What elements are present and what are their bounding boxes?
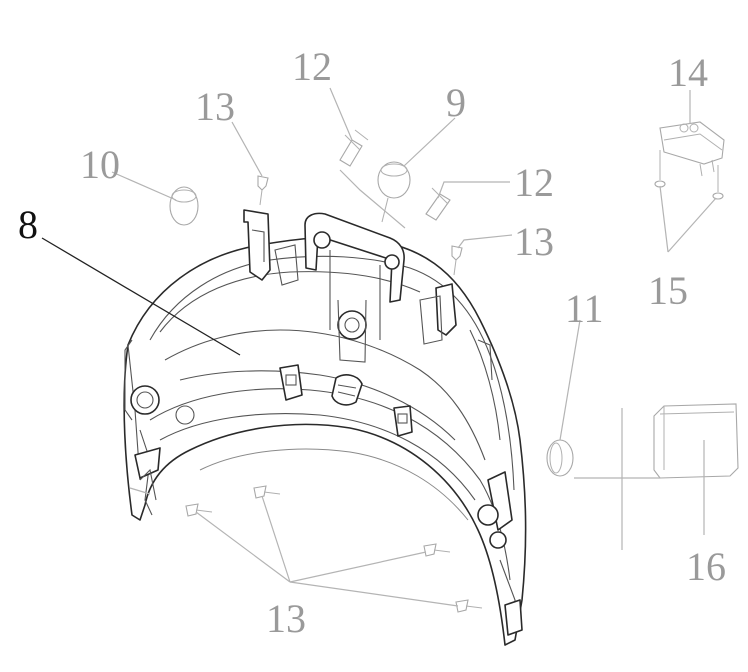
callout-13-bottom: 13 bbox=[266, 596, 306, 641]
pin-part-12b bbox=[425, 187, 451, 221]
callout-9: 9 bbox=[446, 80, 466, 125]
screw-part-15-left bbox=[654, 150, 666, 188]
callout-15: 15 bbox=[648, 268, 688, 313]
leader-13c-d bbox=[289, 581, 459, 607]
leader-10 bbox=[111, 171, 177, 201]
leader-13c-c bbox=[289, 551, 427, 583]
leader-12b bbox=[437, 181, 510, 199]
plug-part-10 bbox=[169, 186, 199, 226]
screw-part-13-top-right bbox=[451, 245, 463, 276]
callout-11: 11 bbox=[565, 286, 604, 331]
plug-part-9 bbox=[377, 161, 411, 223]
callout-14: 14 bbox=[668, 50, 708, 95]
screw-part-15-right bbox=[712, 165, 724, 200]
plug-part-11 bbox=[546, 439, 574, 477]
leader-13c-left bbox=[129, 487, 151, 495]
connector-part-14 bbox=[659, 121, 725, 177]
screw-part-13-bottom-d bbox=[455, 599, 483, 613]
screw-part-13-bottom-a bbox=[185, 503, 213, 517]
callout-16: 16 bbox=[686, 544, 726, 589]
cover-part-16 bbox=[653, 403, 739, 479]
screw-part-13-bottom-b bbox=[253, 485, 281, 499]
callout-13-top-left: 13 bbox=[195, 84, 235, 129]
pin-part-12a bbox=[339, 129, 369, 167]
callout-12-right: 12 bbox=[514, 160, 554, 205]
callout-13-right: 13 bbox=[514, 219, 554, 264]
housing-part-8 bbox=[123, 209, 527, 646]
callout-8: 8 bbox=[18, 202, 38, 247]
leader-13c-b bbox=[261, 495, 291, 583]
leader-15-b bbox=[667, 197, 717, 253]
leader-13b bbox=[457, 234, 513, 249]
callout-12-top: 12 bbox=[292, 44, 332, 89]
leader-13c-a bbox=[195, 511, 291, 583]
callout-labels: 8 10 13 12 9 12 13 11 14 15 16 13 bbox=[18, 44, 726, 641]
leader-15-a bbox=[659, 185, 669, 253]
leader-bracket bbox=[339, 169, 406, 229]
leader-8 bbox=[41, 237, 241, 356]
screw-part-13-top-left bbox=[257, 175, 269, 206]
leader-11 bbox=[559, 319, 581, 441]
leader-12a bbox=[329, 87, 353, 141]
leader-9 bbox=[403, 117, 456, 167]
leader-13a bbox=[231, 121, 263, 177]
leader-lines bbox=[41, 87, 717, 607]
screw-part-13-bottom-c bbox=[423, 543, 451, 557]
callout-10: 10 bbox=[80, 142, 120, 187]
